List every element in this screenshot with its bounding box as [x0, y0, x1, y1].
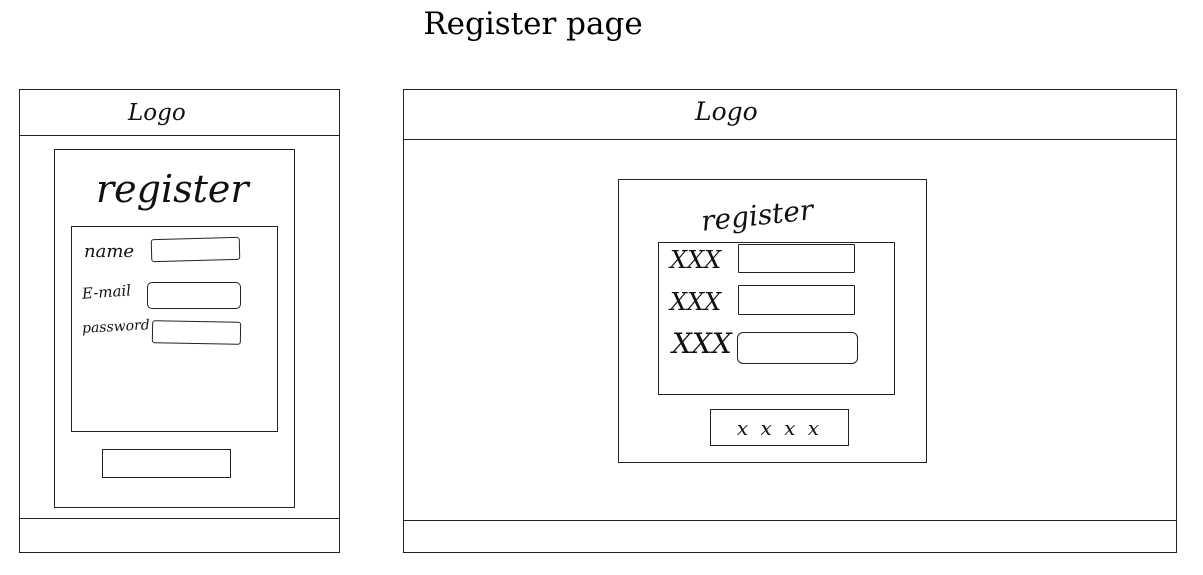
desktop-footer-divider	[403, 520, 1177, 521]
mobile-register-heading: register	[96, 167, 249, 211]
desktop-form-box	[658, 242, 895, 395]
mobile-email-input[interactable]	[147, 282, 241, 309]
desktop-input-1[interactable]	[738, 244, 855, 273]
mobile-logo: Logo	[128, 100, 186, 126]
mobile-form-box	[71, 226, 278, 432]
desktop-register-button[interactable]: x x x x	[710, 409, 849, 446]
desktop-input-3[interactable]	[737, 332, 858, 364]
desktop-logo: Logo	[695, 97, 758, 126]
desktop-register-button-label: x x x x	[736, 415, 823, 440]
mobile-frame	[19, 89, 340, 553]
mobile-register-card	[54, 149, 295, 508]
desktop-frame	[403, 89, 1177, 553]
desktop-field-label-2: XXX	[670, 288, 722, 316]
desktop-field-label-3: XXX	[672, 327, 732, 360]
desktop-header-divider	[403, 139, 1177, 140]
mobile-name-input[interactable]	[150, 236, 241, 263]
mobile-footer-divider	[19, 518, 340, 519]
mobile-password-label: password	[81, 317, 151, 337]
mobile-password-input[interactable]	[151, 320, 242, 345]
mobile-name-label: name	[84, 241, 135, 262]
desktop-field-label-1: XXX	[670, 246, 722, 274]
mobile-register-button[interactable]	[102, 449, 231, 478]
page-title: Register page	[423, 6, 643, 42]
desktop-register-card	[618, 179, 927, 463]
mobile-header-divider	[19, 135, 340, 136]
desktop-input-2[interactable]	[738, 285, 855, 315]
mobile-email-label: E-mail	[81, 281, 132, 303]
